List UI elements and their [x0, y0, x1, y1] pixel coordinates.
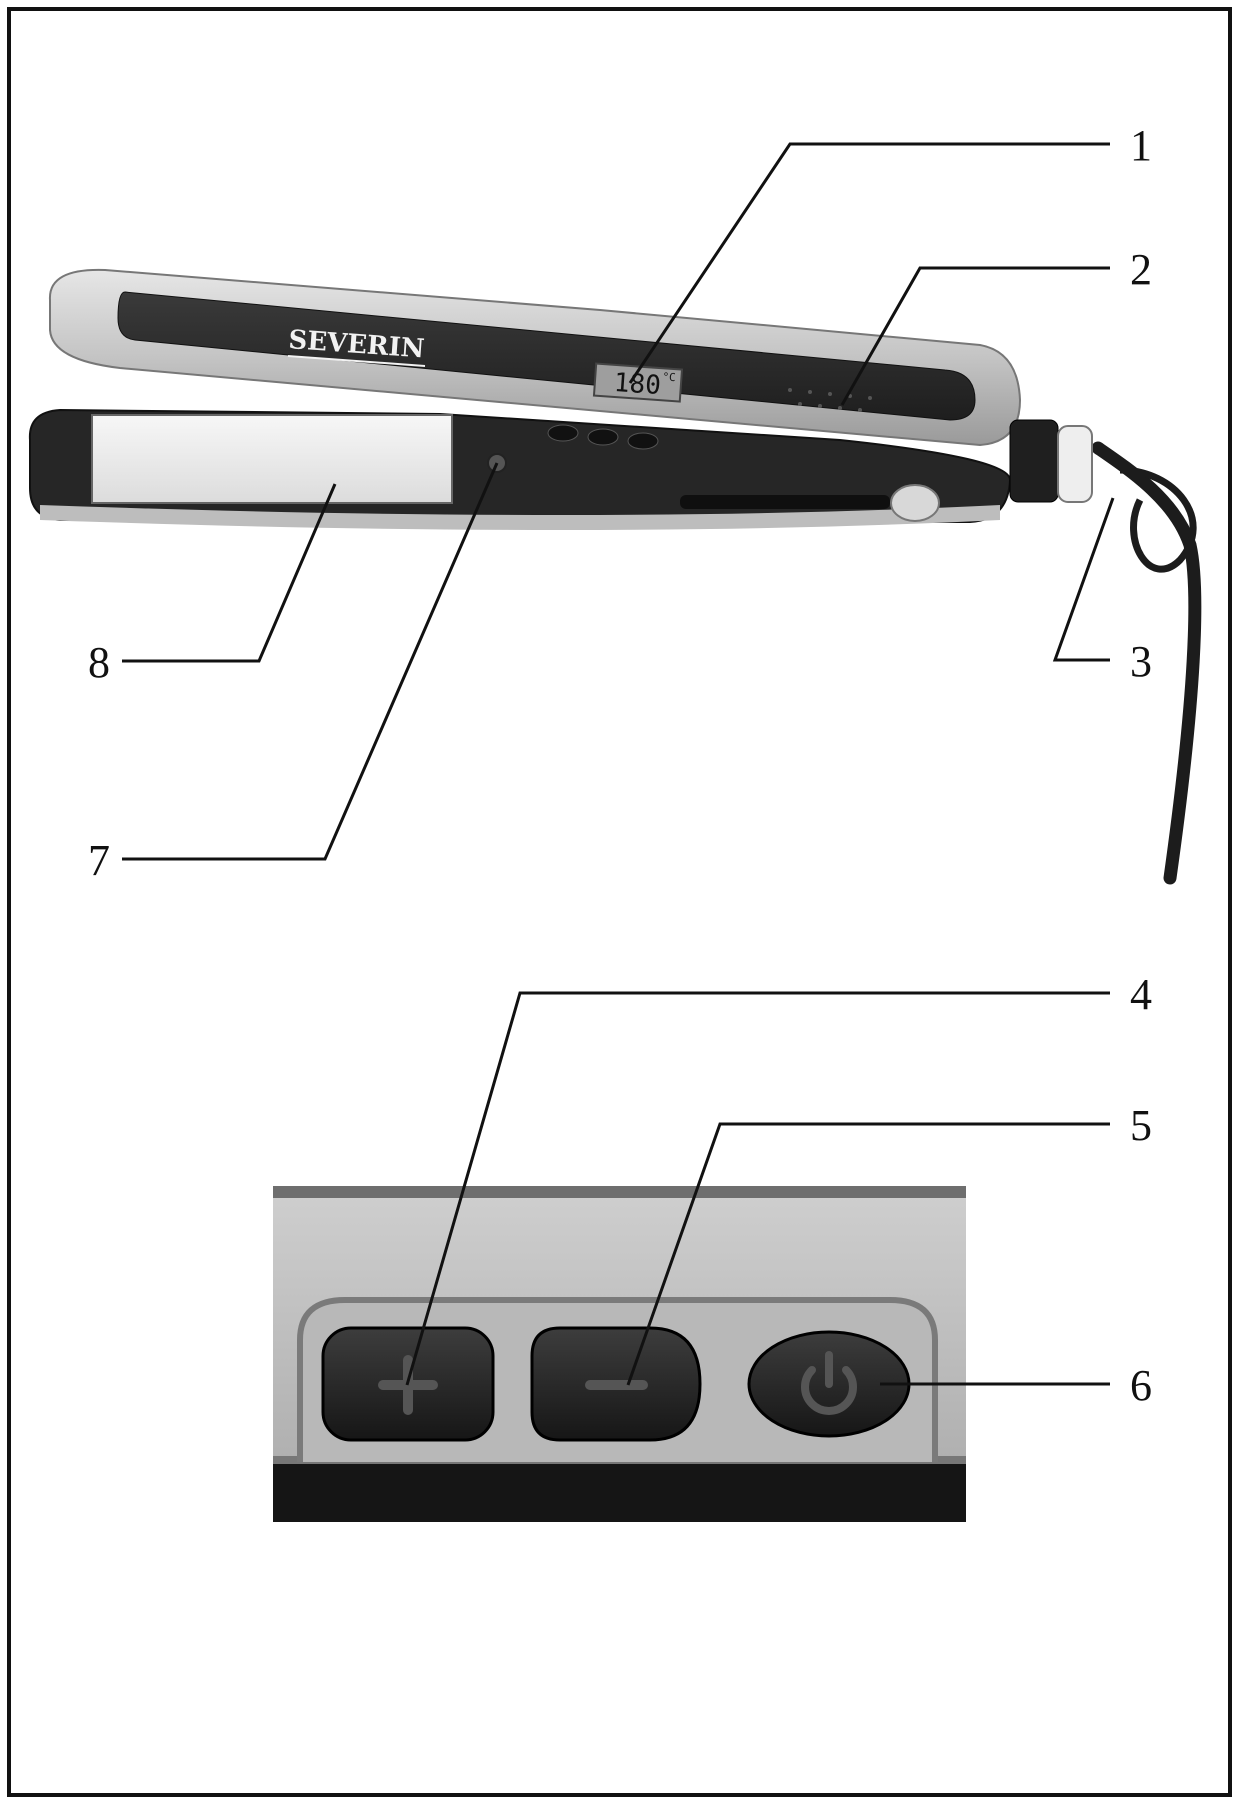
swivel-collar — [1009, 419, 1059, 503]
callout-6: 6 — [1130, 1361, 1152, 1410]
lcd-screen — [592, 362, 684, 403]
callout-3: 3 — [1130, 637, 1152, 686]
lock-slider — [890, 484, 940, 522]
button-closeup — [273, 1186, 966, 1522]
body-power-button — [627, 432, 659, 450]
power-button[interactable] — [747, 1330, 911, 1438]
callout-4: 4 — [1130, 970, 1152, 1019]
callout-8: 8 — [88, 638, 110, 687]
heating-plate — [91, 414, 453, 504]
leader-line-2 — [840, 266, 1110, 406]
minus-button[interactable] — [530, 1326, 702, 1442]
closeup-bottom-base — [273, 1462, 966, 1522]
body-minus-button — [587, 428, 619, 446]
leader-line-4 — [405, 991, 1110, 1386]
control-panel — [117, 291, 976, 421]
diagram-frame — [7, 7, 1232, 1797]
body-plus-button — [547, 424, 579, 442]
lcd-unit: °C — [662, 370, 676, 384]
leader-line-7 — [122, 462, 499, 861]
callout-1: 1 — [1130, 121, 1152, 170]
lower-slot — [680, 495, 890, 509]
leader-line-1 — [628, 142, 1110, 384]
brand-underline — [287, 355, 426, 367]
leader-line-3 — [1052, 497, 1115, 662]
power-cord — [1091, 441, 1202, 885]
straightener-illustration: SEVERIN 180 °C — [28, 268, 1202, 885]
callout-lines — [122, 142, 1115, 1386]
callout-5: 5 — [1130, 1101, 1152, 1150]
power-icon — [801, 1351, 857, 1415]
closeup-top-edge — [273, 1186, 966, 1198]
callout-2: 2 — [1130, 245, 1152, 294]
leader-line-5 — [626, 1122, 1110, 1386]
cord-loop — [1119, 466, 1197, 573]
lower-arm-silver-edge — [40, 505, 1000, 530]
leader-line-8 — [122, 483, 337, 663]
callout-7: 7 — [88, 836, 110, 885]
swivel-ring — [1057, 425, 1093, 503]
body-buttons — [547, 424, 659, 450]
